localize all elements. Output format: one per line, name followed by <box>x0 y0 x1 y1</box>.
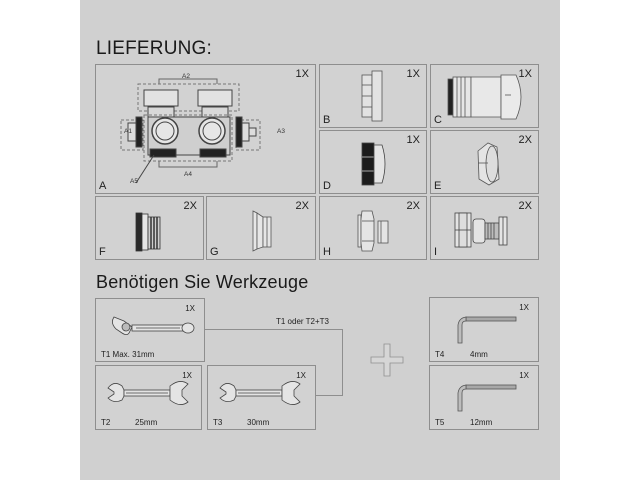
open-end-wrench-icon <box>219 381 301 405</box>
callout-a2: A2 <box>182 73 190 80</box>
svg-text:A1: A1 <box>124 128 132 135</box>
tool-note: T1 oder T2+T3 <box>276 317 329 326</box>
tool-box-t2: 1X T2 25mm <box>95 365 202 430</box>
svg-text:A3: A3 <box>277 128 285 135</box>
svg-text:A5: A5 <box>130 178 138 185</box>
plus-icon <box>370 343 404 377</box>
qty-a: 1X <box>295 68 309 80</box>
part-box-d: 1X D <box>319 130 427 194</box>
label-a: A <box>99 180 107 192</box>
adjustable-wrench-icon <box>112 316 195 335</box>
part-box-a: A2 A1 A3 A4 A5 1X A <box>95 64 316 194</box>
tool-box-t1: 1X T1 Max. 31mm <box>95 298 205 362</box>
tool-box-t5: 1X T5 12mm <box>429 365 539 430</box>
part-box-f: 2X F <box>95 196 204 260</box>
delivery-heading: LIEFERUNG: <box>96 38 213 59</box>
part-box-h: 2X H <box>319 196 427 260</box>
tool-box-t3: 1X T3 30mm <box>207 365 316 430</box>
part-box-b: 1X B <box>319 64 427 128</box>
tools-heading: Benötigen Sie Werkzeuge <box>96 272 309 292</box>
sleeve-icon <box>252 210 272 252</box>
allen-key-icon <box>457 384 517 412</box>
valve-block-icon: A2 A1 A3 A4 A5 <box>120 73 285 185</box>
bracket-line-right <box>342 329 343 396</box>
svg-text:A4: A4 <box>184 171 192 178</box>
cap-icon <box>361 142 386 186</box>
tool-box-t4: 1X T4 4mm <box>429 297 539 362</box>
threaded-nipple-icon <box>135 212 161 252</box>
bracket-line-bottom <box>316 395 343 396</box>
thermostat-head-icon <box>447 74 522 120</box>
part-box-e: 2X E <box>430 130 539 194</box>
part-box-c: 1X C <box>430 64 539 128</box>
allen-key-icon <box>457 316 517 344</box>
part-box-g: 2X G <box>206 196 316 260</box>
open-end-wrench-icon <box>107 381 189 405</box>
nut-fitting-icon <box>361 70 383 122</box>
connector-icon <box>454 212 508 248</box>
bracket-line-top <box>205 329 343 330</box>
hex-nut-icon <box>477 142 500 186</box>
compression-nut-icon <box>357 210 389 252</box>
part-box-i: 2X I <box>430 196 539 260</box>
